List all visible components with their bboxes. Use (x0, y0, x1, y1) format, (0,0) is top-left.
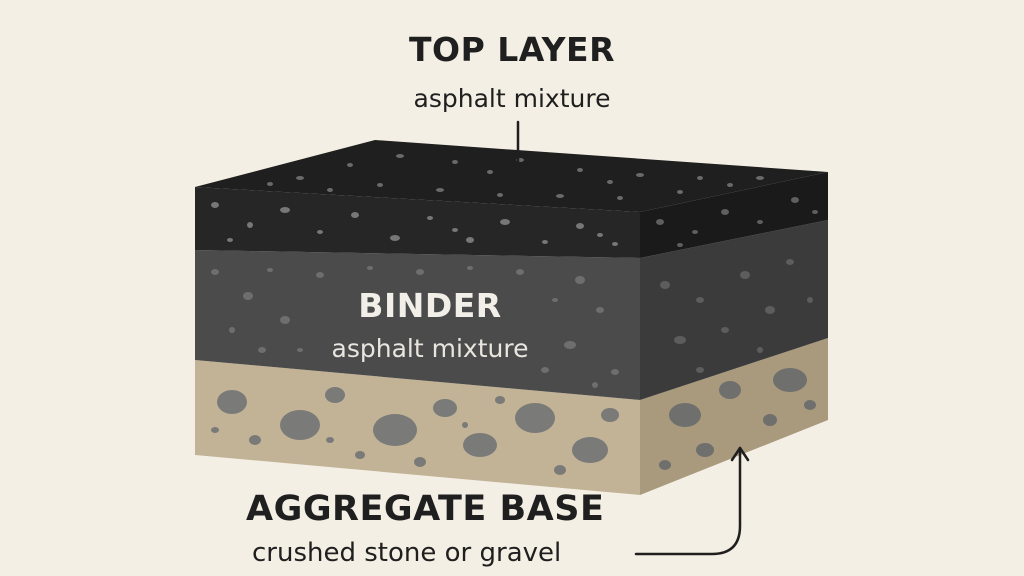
top-layer-surface (195, 140, 828, 212)
binder-side-face (640, 220, 828, 400)
top-layer-surface-specks (267, 154, 764, 200)
binder-side-specks (660, 259, 813, 373)
top-layer-pointer-arrow (508, 120, 528, 180)
top-layer-subtitle: asphalt mixture (413, 84, 611, 113)
binder-title: BINDER (358, 286, 502, 325)
aggregate-base-pointer-arrow (634, 446, 750, 556)
top-layer-side-face (640, 172, 828, 258)
top-layer-title: TOP LAYER (409, 30, 615, 69)
aggregate-base-subtitle: crushed stone or gravel (252, 538, 562, 568)
aggregate-base-title: AGGREGATE BASE (246, 489, 605, 529)
binder-subtitle: asphalt mixture (331, 334, 529, 363)
binder-front-face (195, 250, 640, 400)
top-layer-front-face (195, 187, 640, 258)
aggregate-base-front-face (195, 360, 640, 495)
binder-aggregate-specks (211, 266, 619, 388)
top-layer-side-specks (656, 197, 818, 247)
aggregate-base-side-stones (659, 368, 816, 470)
top-layer-front-specks (211, 202, 618, 246)
aggregate-base-stones (211, 387, 619, 475)
